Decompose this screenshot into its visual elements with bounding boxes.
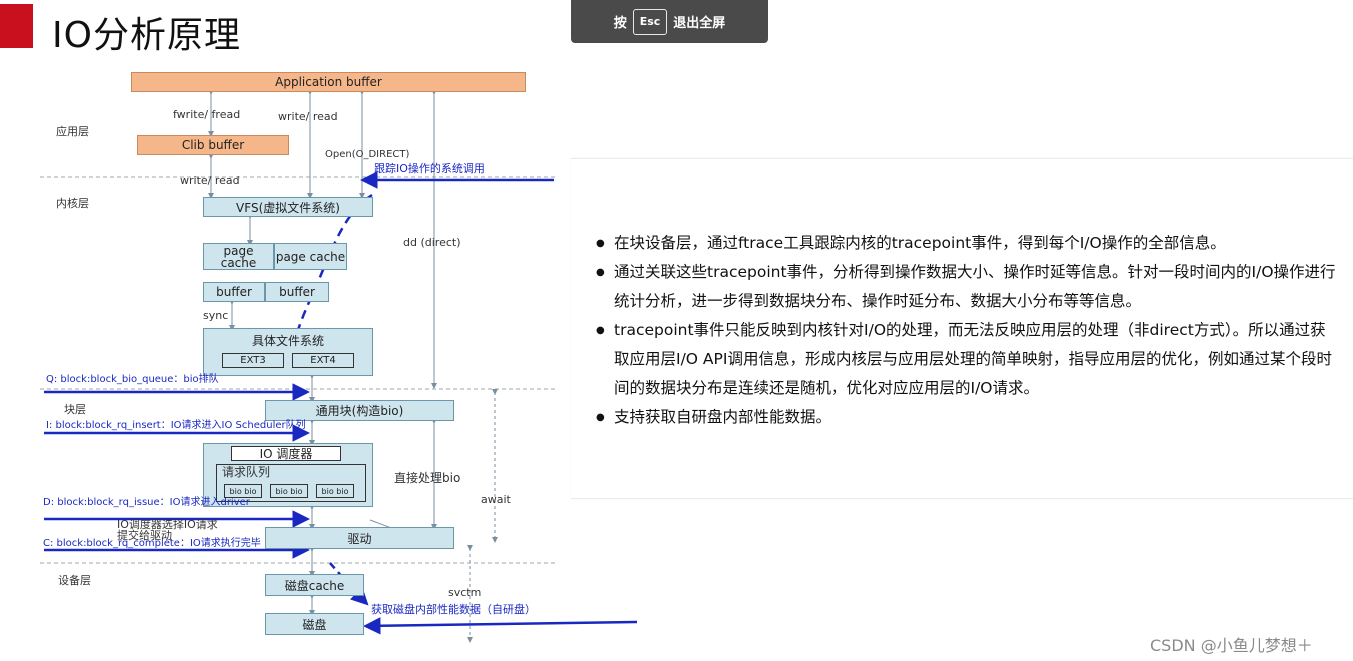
tracepoint-i-label: I: block:block_rq_insert：IO请求进入IO Schedu…	[46, 420, 306, 431]
io-scheduler-label: IO 调度器	[231, 446, 341, 461]
direct-bio-label: 直接处理bio	[394, 471, 461, 485]
page-title: IO分析原理	[52, 15, 241, 56]
scheduler-select-label: IO调度器选择IO请求提交给驱动	[117, 518, 218, 542]
ext3-box: EXT3	[222, 353, 284, 368]
open-direct-label: Open(O_DIRECT)	[325, 149, 410, 160]
bio-item: bio bio	[224, 484, 262, 498]
layer-label-block: 块层	[64, 403, 86, 416]
esc-key-icon: Esc	[632, 8, 668, 35]
layer-label-device: 设备层	[58, 574, 91, 587]
application-buffer-box: Application buffer	[131, 72, 526, 92]
tracepoint-d-label: D: block:block_rq_issue：IO请求进入driver	[43, 497, 250, 508]
request-queue-label: 请求队列	[222, 465, 271, 479]
fwrite-fread-label: fwrite/ fread	[173, 108, 241, 121]
disk-box: 磁盘	[265, 613, 364, 635]
bullet-item: 通过关联这些tracepoint事件，分析得到操作数据大小、操作时延等信息。针对…	[596, 258, 1336, 316]
tracepoint-q-label: Q: block:block_bio_queue：bio排队	[46, 374, 219, 385]
sync-label: sync	[203, 309, 229, 322]
bullet-item: 支持获取自研盘内部性能数据。	[596, 403, 1336, 432]
write-read-label: write/ read	[180, 174, 240, 187]
driver-box: 驱动	[265, 527, 454, 549]
page-cache-box: page cache	[274, 243, 347, 270]
exit-fullscreen-bar[interactable]: 按 Esc 退出全屏	[571, 0, 768, 43]
await-label: await	[481, 493, 511, 506]
dd-direct-label: dd (direct)	[403, 236, 461, 249]
tracepoint-c-label: C: block:block_rq_complete：IO请求执行完毕	[43, 538, 261, 549]
bullet-item: tracepoint事件只能反映到内核针对I/O的处理，而无法反映应用层的处理（…	[596, 316, 1336, 403]
vfs-box: VFS(虚拟文件系统)	[203, 197, 373, 217]
generic-block-box: 通用块(构造bio)	[265, 400, 454, 421]
write-read-label: write/ read	[278, 110, 338, 123]
layer-label-kernel: 内核层	[56, 197, 89, 210]
buffer-box: buffer	[203, 282, 265, 302]
page-cache-box: page cache	[203, 243, 274, 270]
title-accent-bar	[0, 4, 33, 48]
press-label: 按	[613, 16, 627, 31]
bio-item: bio bio	[316, 484, 354, 498]
clib-buffer-box: Clib buffer	[137, 135, 289, 155]
svctm-label: svctm	[448, 586, 482, 599]
layer-label-app: 应用层	[56, 125, 89, 138]
exit-fullscreen-label: 退出全屏	[673, 16, 726, 31]
filesystem-box: 具体文件系统	[203, 328, 373, 376]
ext4-box: EXT4	[292, 353, 354, 368]
disk-cache-box: 磁盘cache	[265, 574, 364, 596]
watermark: CSDN @小鱼儿梦想＋	[1150, 636, 1313, 655]
bullet-item: 在块设备层，通过ftrace工具跟踪内核的tracepoint事件，得到每个I/…	[596, 229, 1336, 258]
bullet-list: 在块设备层，通过ftrace工具跟踪内核的tracepoint事件，得到每个I/…	[596, 229, 1336, 432]
buffer-box: buffer	[265, 282, 329, 302]
disk-perf-label: 获取磁盘内部性能数据（自研盘）	[371, 603, 536, 616]
bio-item: bio bio	[270, 484, 308, 498]
trace-syscall-label: 跟踪IO操作的系统调用	[374, 162, 485, 175]
